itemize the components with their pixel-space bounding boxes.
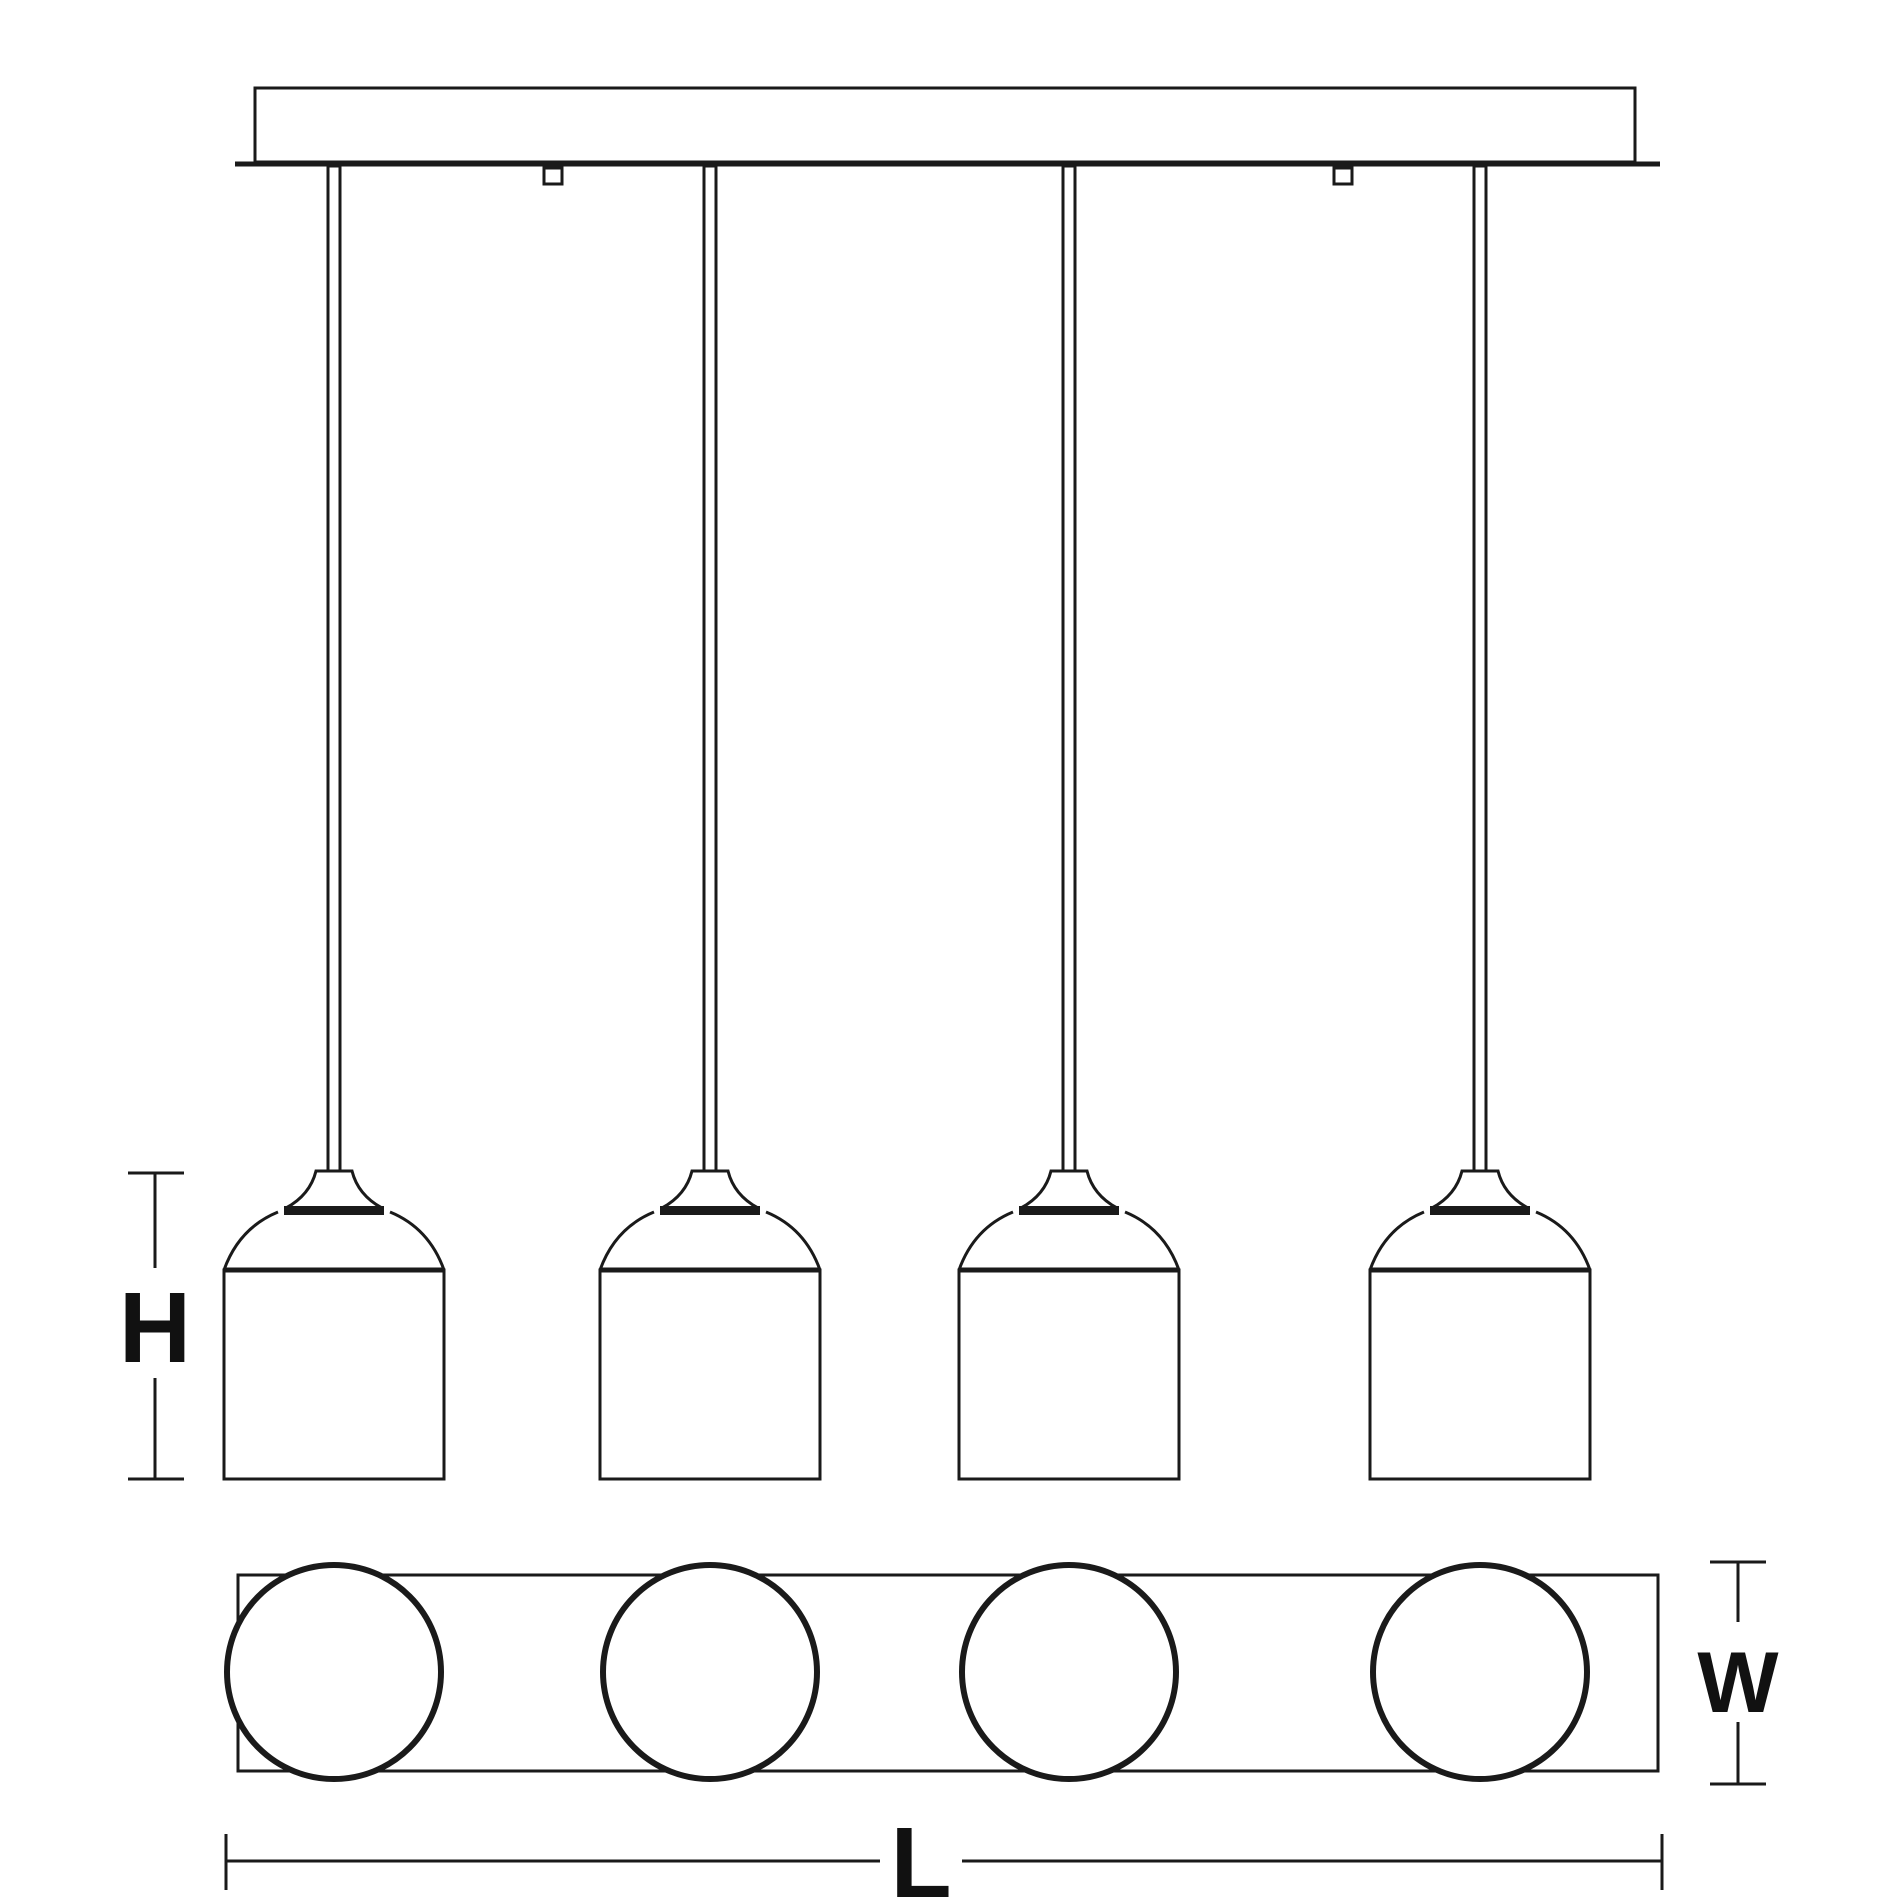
pendant-rod bbox=[326, 164, 342, 1173]
shade-dome-left bbox=[598, 1210, 655, 1271]
pendant-collar bbox=[660, 1206, 760, 1215]
top-view bbox=[224, 1562, 1660, 1782]
pendant-cap bbox=[285, 1169, 383, 1210]
shade-body bbox=[222, 1268, 446, 1481]
shade-dome-left bbox=[222, 1210, 279, 1271]
shade-dome-left bbox=[957, 1210, 1014, 1271]
height-dimension: H bbox=[119, 1171, 191, 1481]
mounting-screw-left bbox=[542, 166, 564, 186]
shade-body bbox=[598, 1268, 822, 1481]
pendant-cap bbox=[1431, 1169, 1529, 1210]
pendant-cap bbox=[1020, 1169, 1118, 1210]
pendant-rod bbox=[1472, 164, 1488, 1173]
shade-dome-left bbox=[1368, 1210, 1425, 1271]
width-dimension: W bbox=[1697, 1560, 1779, 1786]
pendant-1 bbox=[222, 164, 446, 1481]
shade-dome-right bbox=[389, 1210, 446, 1271]
pendant-collar bbox=[1019, 1206, 1119, 1215]
top-view-shade-1 bbox=[224, 1562, 444, 1782]
pendant-group bbox=[222, 164, 1592, 1481]
pendant-3 bbox=[957, 164, 1181, 1481]
top-view-shade-2 bbox=[600, 1562, 820, 1782]
shade-dome-right bbox=[1124, 1210, 1181, 1271]
ceiling-canopy bbox=[235, 86, 1660, 186]
shade-dome-right bbox=[1535, 1210, 1592, 1271]
shade-body bbox=[957, 1268, 1181, 1481]
mounting-screw-right bbox=[1332, 166, 1354, 186]
top-view-shade-3 bbox=[959, 1562, 1179, 1782]
pendant-collar bbox=[1430, 1206, 1530, 1215]
shade-dome-right bbox=[765, 1210, 822, 1271]
length-dimension: L bbox=[224, 1807, 1664, 1904]
length-label: L bbox=[890, 1807, 951, 1904]
width-label: W bbox=[1697, 1635, 1779, 1731]
pendant-collar bbox=[284, 1206, 384, 1215]
top-view-shade-4 bbox=[1370, 1562, 1590, 1782]
top-view-shades bbox=[224, 1562, 1590, 1782]
height-label: H bbox=[119, 1272, 191, 1384]
pendant-rod bbox=[1061, 164, 1077, 1173]
pendant-rod bbox=[702, 164, 718, 1173]
pendant-4 bbox=[1368, 164, 1592, 1481]
pendant-2 bbox=[598, 164, 822, 1481]
canopy-body bbox=[253, 86, 1637, 164]
shade-body bbox=[1368, 1268, 1592, 1481]
pendant-cap bbox=[661, 1169, 759, 1210]
